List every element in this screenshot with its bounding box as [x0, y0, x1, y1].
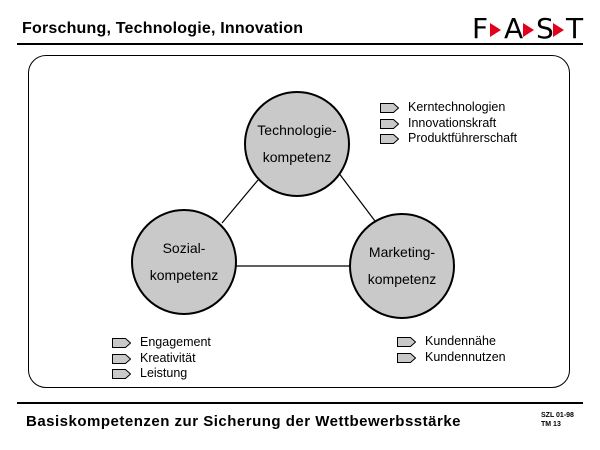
pentagon-bullet-icon: [380, 134, 399, 145]
pentagon-bullet-icon: [397, 336, 416, 347]
slide-reference-line: SZL 01-98: [541, 412, 574, 419]
pentagon-bullet-icon: [397, 352, 416, 363]
slide-reference-line: TM 13: [541, 421, 561, 428]
node-label: kompetenz: [367, 271, 437, 287]
social-attributes-list: Engagement Kreativität Leistung: [112, 335, 211, 382]
node-label: Technologie-: [257, 122, 337, 138]
logo-letter-s: S: [536, 12, 554, 45]
list-item: Innovationskraft: [380, 116, 517, 132]
list-item-label: Produktführerschaft: [408, 131, 518, 146]
marketing-competence-node: Marketing- kompetenz: [349, 213, 455, 319]
list-item-label: Leistung: [140, 366, 188, 381]
logo-letter-f: F: [472, 12, 489, 45]
node-label: Sozial-: [162, 240, 206, 256]
technology-competence-node: Technologie- kompetenz: [244, 91, 350, 197]
list-item-label: Engagement: [140, 335, 211, 349]
logo-letter-a: A: [504, 12, 524, 45]
list-item-label: Kerntechnologien: [408, 100, 506, 114]
connector-tech-social: [221, 179, 259, 224]
list-item: Kundennähe: [397, 334, 506, 350]
pentagon-bullet-icon: [380, 118, 399, 129]
pentagon-bullet-icon: [112, 369, 131, 380]
pentagon-bullet-icon: [112, 353, 131, 364]
node-label: Marketing-: [368, 244, 436, 260]
list-item-label: Kreativität: [140, 350, 196, 365]
pentagon-bullet-icon: [112, 337, 131, 348]
fast-logo: F A S T: [470, 12, 584, 45]
slide-reference: SZL 01-98 TM 13: [541, 411, 574, 429]
logo-arrow-icon: [523, 23, 534, 37]
page-title: Forschung, Technologie, Innovation: [22, 20, 304, 37]
marketing-attributes-list: Kundennähe Kundennutzen: [397, 334, 506, 365]
list-item: Leistung: [112, 366, 211, 382]
header-divider: [17, 43, 583, 45]
node-label: kompetenz: [262, 149, 332, 165]
list-item: Engagement: [112, 335, 211, 351]
node-label: kompetenz: [149, 267, 219, 283]
logo-arrow-icon: [553, 23, 564, 37]
technology-attributes-list: Kerntechnologien Innovationskraft Produk…: [380, 100, 517, 147]
connector-tech-marketing: [337, 171, 376, 222]
footer-title: Basiskompetenzen zur Sicherung der Wettb…: [26, 413, 462, 430]
list-item: Kreativität: [112, 351, 211, 367]
list-item-label: Innovationskraft: [408, 115, 497, 130]
footer-divider: [17, 402, 583, 404]
list-item-label: Kundennähe: [425, 334, 496, 348]
list-item: Produktführerschaft: [380, 131, 517, 147]
logo-letter-t: T: [566, 12, 584, 45]
list-item: Kundennutzen: [397, 350, 506, 366]
social-competence-node: Sozial- kompetenz: [131, 209, 237, 315]
list-item: Kerntechnologien: [380, 100, 517, 116]
pentagon-bullet-icon: [380, 102, 399, 113]
logo-arrow-icon: [490, 23, 501, 37]
list-item-label: Kundennutzen: [425, 349, 506, 364]
diagram-panel: [28, 55, 570, 388]
